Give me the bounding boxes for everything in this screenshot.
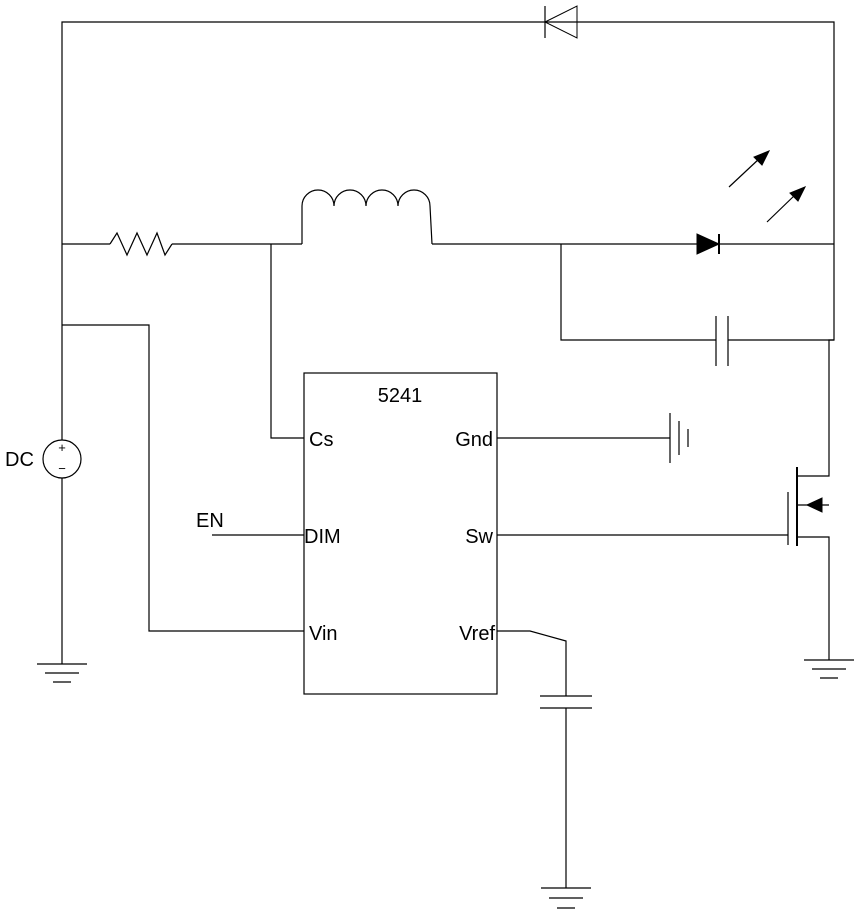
top-return-wire — [61, 21, 835, 244]
vref-wire — [497, 630, 567, 696]
ground-left — [37, 663, 87, 683]
dc-source-label: DC — [5, 449, 34, 471]
enable-label: EN — [196, 510, 224, 532]
mosfet-source-wire — [797, 536, 830, 660]
light-emission-arrows — [728, 150, 807, 223]
pin-gnd-label: Gnd — [455, 429, 493, 451]
chip-part-number: 5241 — [378, 385, 423, 407]
led-diode — [696, 233, 721, 255]
dc-source: + − — [42, 439, 82, 479]
ground-gnd-pin — [669, 413, 689, 463]
wires — [61, 21, 835, 888]
dc-source-minus: − — [58, 461, 66, 476]
pin-sw-label: Sw — [465, 526, 493, 548]
inductor — [301, 189, 433, 245]
ground-vref — [541, 887, 591, 909]
dc-source-plus: + — [58, 440, 66, 455]
pin-dim-label: DIM — [304, 526, 341, 548]
cs-wire — [270, 244, 304, 439]
pin-cs-label: Cs — [309, 429, 333, 451]
right-rail — [797, 244, 835, 477]
ic-chip: 5241 Cs DIM Vin Gnd Sw Vref — [303, 372, 498, 695]
pin-vin-label: Vin — [309, 623, 338, 645]
pin-vref-label: Vref — [459, 623, 495, 645]
vref-capacitor — [540, 695, 592, 709]
freewheel-diode — [543, 5, 578, 39]
output-capacitor — [715, 316, 729, 366]
mosfet — [787, 467, 829, 546]
vin-wire — [62, 324, 304, 632]
ground-mosfet — [804, 659, 854, 679]
sense-resistor — [109, 231, 173, 257]
cap-left-wire — [560, 244, 716, 341]
